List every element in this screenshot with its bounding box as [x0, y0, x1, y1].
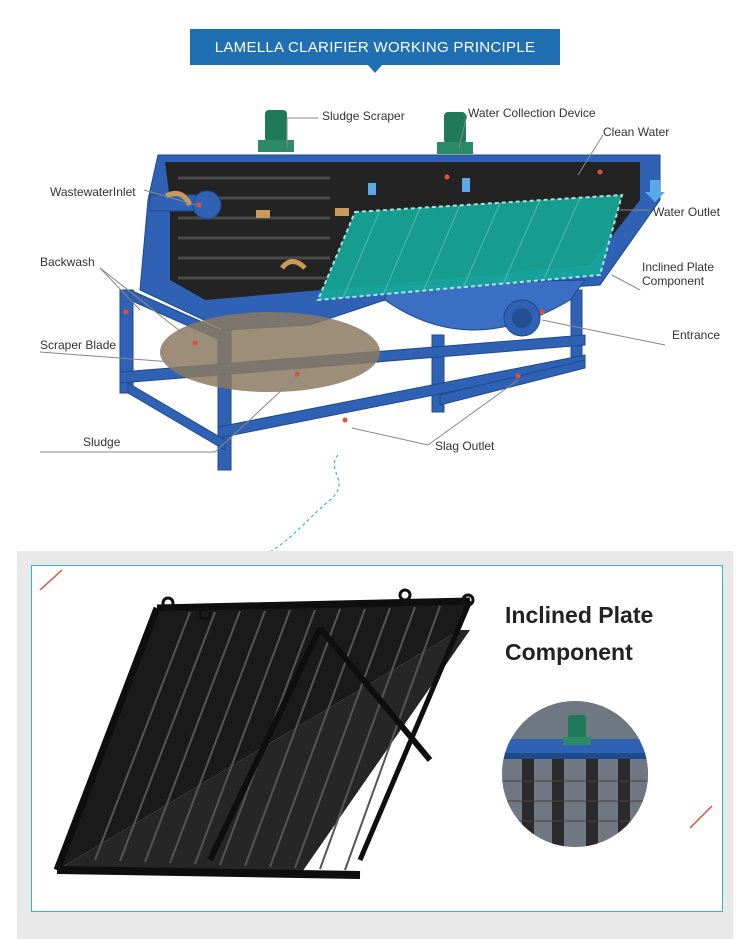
marker-dots: [123, 169, 603, 423]
flow-arrows: [164, 178, 665, 270]
label-sludge-scraper: Sludge Scraper: [322, 109, 405, 123]
label-scraper-blade: Scraper Blade: [40, 338, 117, 352]
label-wastewater-inlet: WastewaterInlet: [50, 185, 136, 199]
connector-line: [244, 454, 340, 566]
label-backwash: Backwash: [40, 255, 95, 269]
inclined-plate-pack: [316, 193, 624, 302]
detail-photo: [502, 701, 648, 847]
label-inclined-plate-component: Inclined Plate Component: [642, 260, 715, 288]
corner-accent: [689, 805, 713, 829]
page-title: LAMELLA CLARIFIER WORKING PRINCIPLE: [214, 38, 536, 56]
leader-lines: [39, 114, 666, 453]
label-slag-outlet: Slag Outlet: [435, 439, 495, 453]
corner-accent: [39, 569, 63, 591]
title-banner: LAMELLA CLARIFIER WORKING PRINCIPLE: [190, 29, 560, 65]
label-entrance: Entrance: [672, 328, 721, 342]
component-title: Inclined Plate Component: [505, 602, 654, 665]
inclined-plate-frame: [53, 588, 475, 879]
label-clean-water: Clean Water: [603, 125, 670, 139]
motor-icon: [258, 110, 473, 154]
banner-pointer: [368, 65, 382, 73]
label-water-collection-device: Water Collection Device: [468, 106, 596, 120]
label-sludge: Sludge: [83, 435, 121, 449]
label-water-outlet: Water Outlet: [653, 205, 720, 219]
detail-photo-drawing: [502, 701, 648, 847]
